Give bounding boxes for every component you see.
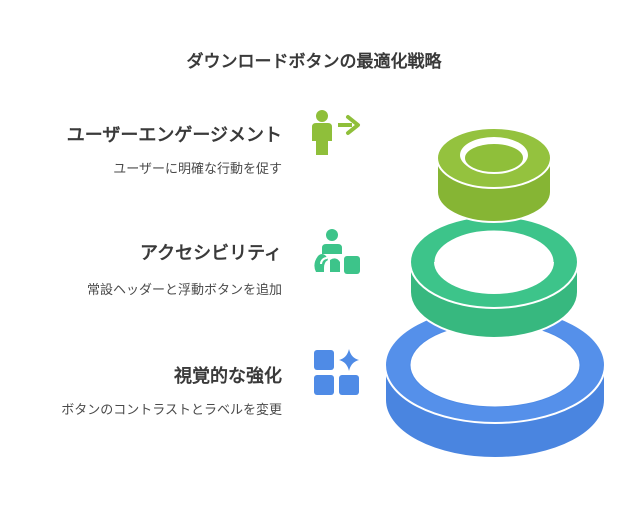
shapes-sparkle-icon bbox=[314, 349, 359, 395]
person-arrow-icon bbox=[312, 110, 360, 155]
item-title-visual: 視覚的な強化 bbox=[174, 366, 282, 387]
item-desc-visual: ボタンのコントラストとラベルを変更 bbox=[61, 403, 282, 418]
diagram-title: ダウンロードボタンの最適化戦略 bbox=[186, 52, 442, 72]
item-desc-engagement: ユーザーに明確な行動を促す bbox=[113, 162, 282, 177]
item-title-accessibility: アクセシビリティ bbox=[139, 243, 282, 264]
item-desc-accessibility: 常設ヘッダーと浮動ボタンを追加 bbox=[86, 283, 282, 298]
item-title-engagement: ユーザーエンゲージメント bbox=[66, 125, 282, 146]
ring-accessibility bbox=[409, 215, 579, 339]
hand-touch-icon bbox=[314, 229, 360, 274]
ring-engagement bbox=[436, 127, 552, 223]
